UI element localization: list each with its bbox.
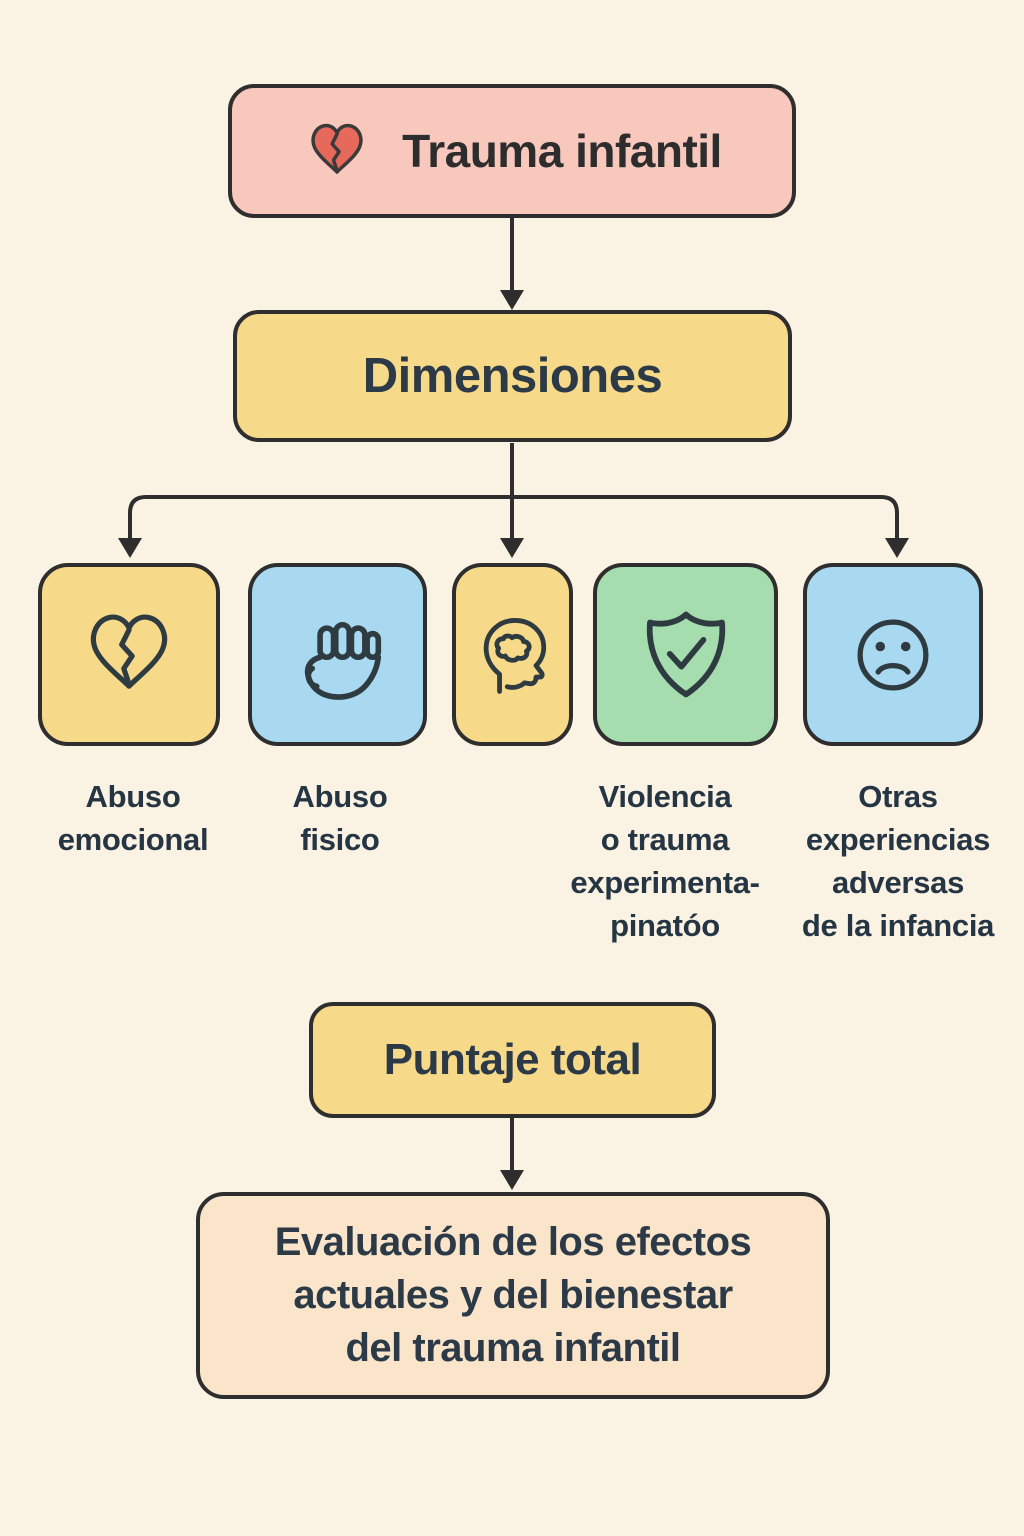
evaluation-line: Evaluación de los efectos xyxy=(274,1220,752,1264)
head-brain-icon xyxy=(483,617,546,694)
node-abuso-emocional xyxy=(38,563,220,746)
root-title: Trauma infantil xyxy=(402,125,722,177)
broken-heart-icon xyxy=(90,614,168,689)
node-abuso-fisico xyxy=(248,563,427,746)
label-abuso-fisico: Abuso fisico xyxy=(220,775,460,861)
label-line: experimenta- xyxy=(570,865,760,900)
node-dimensiones: Dimensiones xyxy=(233,310,792,442)
node-evaluacion: Evaluación de los efectos actuales y del… xyxy=(196,1192,830,1399)
node-trauma-infantil: Trauma infantil xyxy=(228,84,796,218)
label-line: adversas xyxy=(831,865,965,900)
node-trauma-mental xyxy=(452,563,573,746)
label-line: Otras xyxy=(858,779,938,814)
label-line: fisico xyxy=(300,822,380,857)
label-otras-experiencias: Otras experiencias adversas de la infanc… xyxy=(778,775,1018,947)
label-line: Abuso xyxy=(292,779,388,814)
label-violencia: Violencia o trauma experimenta- pinatóo xyxy=(543,775,787,947)
label-line: Abuso xyxy=(85,779,181,814)
sad-face-icon xyxy=(857,618,929,691)
label-line: emocional xyxy=(57,822,209,857)
label-line: pinatóo xyxy=(610,908,720,943)
shield-check-icon xyxy=(646,611,725,697)
node-otras-experiencias xyxy=(803,563,983,746)
label-line: experiencias xyxy=(805,822,991,857)
total-title: Puntaje total xyxy=(383,1035,642,1084)
broken-heart-icon xyxy=(311,123,363,174)
node-puntaje-total: Puntaje total xyxy=(309,1002,716,1118)
label-abuso-emocional: Abuso emocional xyxy=(13,775,253,861)
node-violencia xyxy=(593,563,778,746)
label-line: Violencia xyxy=(598,779,732,814)
evaluation-line: del trauma infantil xyxy=(345,1326,682,1370)
evaluation-line: actuales y del bienestar xyxy=(293,1273,733,1317)
dimensions-title: Dimensiones xyxy=(362,349,663,403)
label-line: de la infancia xyxy=(801,908,995,943)
fist-icon xyxy=(304,621,381,700)
label-line: o trauma xyxy=(600,822,730,857)
